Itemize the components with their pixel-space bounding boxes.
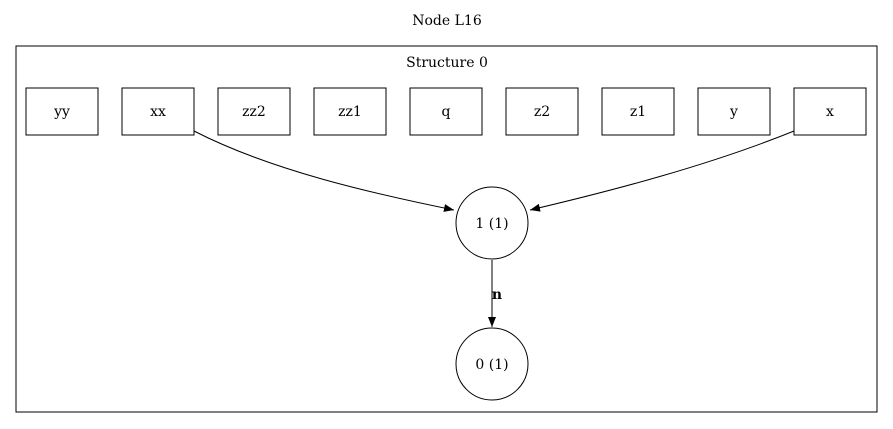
diagram-title: Node L16 xyxy=(412,13,482,29)
box-z1: z1 xyxy=(601,87,675,136)
node-0: 0 (1) xyxy=(455,327,529,401)
box-label-z1: z1 xyxy=(630,104,646,120)
box-zz1: zz1 xyxy=(313,87,387,136)
box-xx: xx xyxy=(121,87,195,136)
box-label-q: q xyxy=(442,104,451,120)
box-zz2: zz2 xyxy=(217,87,291,136)
cluster-structure-0 xyxy=(15,45,878,413)
box-label-zz2: zz2 xyxy=(242,104,266,120)
box-label-xx: xx xyxy=(150,104,166,120)
box-z2: z2 xyxy=(505,87,579,136)
cluster-label: Structure 0 xyxy=(406,55,488,71)
edge-xx-to-1 xyxy=(193,130,455,212)
node-label-1: 1 (1) xyxy=(475,216,508,232)
box-x: x xyxy=(793,87,867,136)
box-label-x: x xyxy=(826,104,834,120)
node-1: 1 (1) xyxy=(455,186,529,260)
box-label-z2: z2 xyxy=(534,104,550,120)
edge-x-to-1 xyxy=(529,130,795,212)
box-yy: yy xyxy=(25,87,99,136)
box-label-zz1: zz1 xyxy=(338,104,362,120)
box-label-yy: yy xyxy=(53,104,70,120)
box-label-y: y xyxy=(729,104,738,120)
node-label-0: 0 (1) xyxy=(475,357,508,373)
edge-label-n: n xyxy=(492,287,502,303)
box-y: y xyxy=(697,87,771,136)
box-q: q xyxy=(409,87,483,136)
